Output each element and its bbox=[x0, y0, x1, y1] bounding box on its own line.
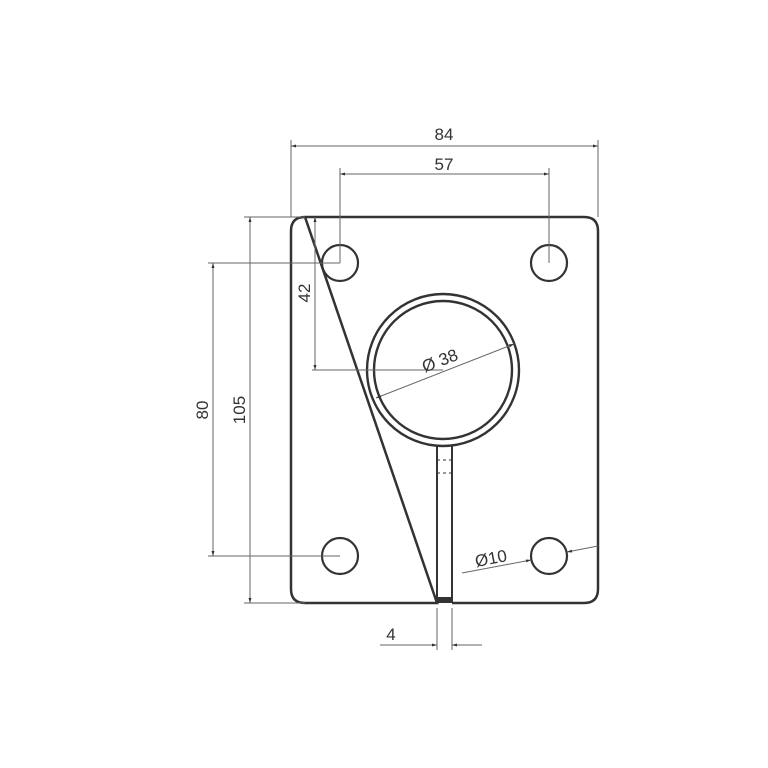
dim-center-bore-diameter: Ø 38 bbox=[419, 345, 460, 376]
slot bbox=[436, 445, 453, 603]
plate-outline bbox=[289, 215, 600, 605]
dim-hole-diameter: Ø10 bbox=[473, 546, 508, 571]
dim-overall-width: 84 bbox=[435, 125, 454, 144]
hole-bottom-right bbox=[529, 536, 569, 576]
dim-slot-width: 4 bbox=[386, 625, 395, 644]
dim-overall-height: 105 bbox=[230, 396, 249, 424]
dim-center-offset-vertical: 42 bbox=[295, 284, 314, 303]
dimension-lines bbox=[208, 140, 599, 650]
dim-hole-spacing-horizontal: 57 bbox=[435, 155, 454, 174]
dim-hole-spacing-vertical: 80 bbox=[193, 401, 212, 420]
